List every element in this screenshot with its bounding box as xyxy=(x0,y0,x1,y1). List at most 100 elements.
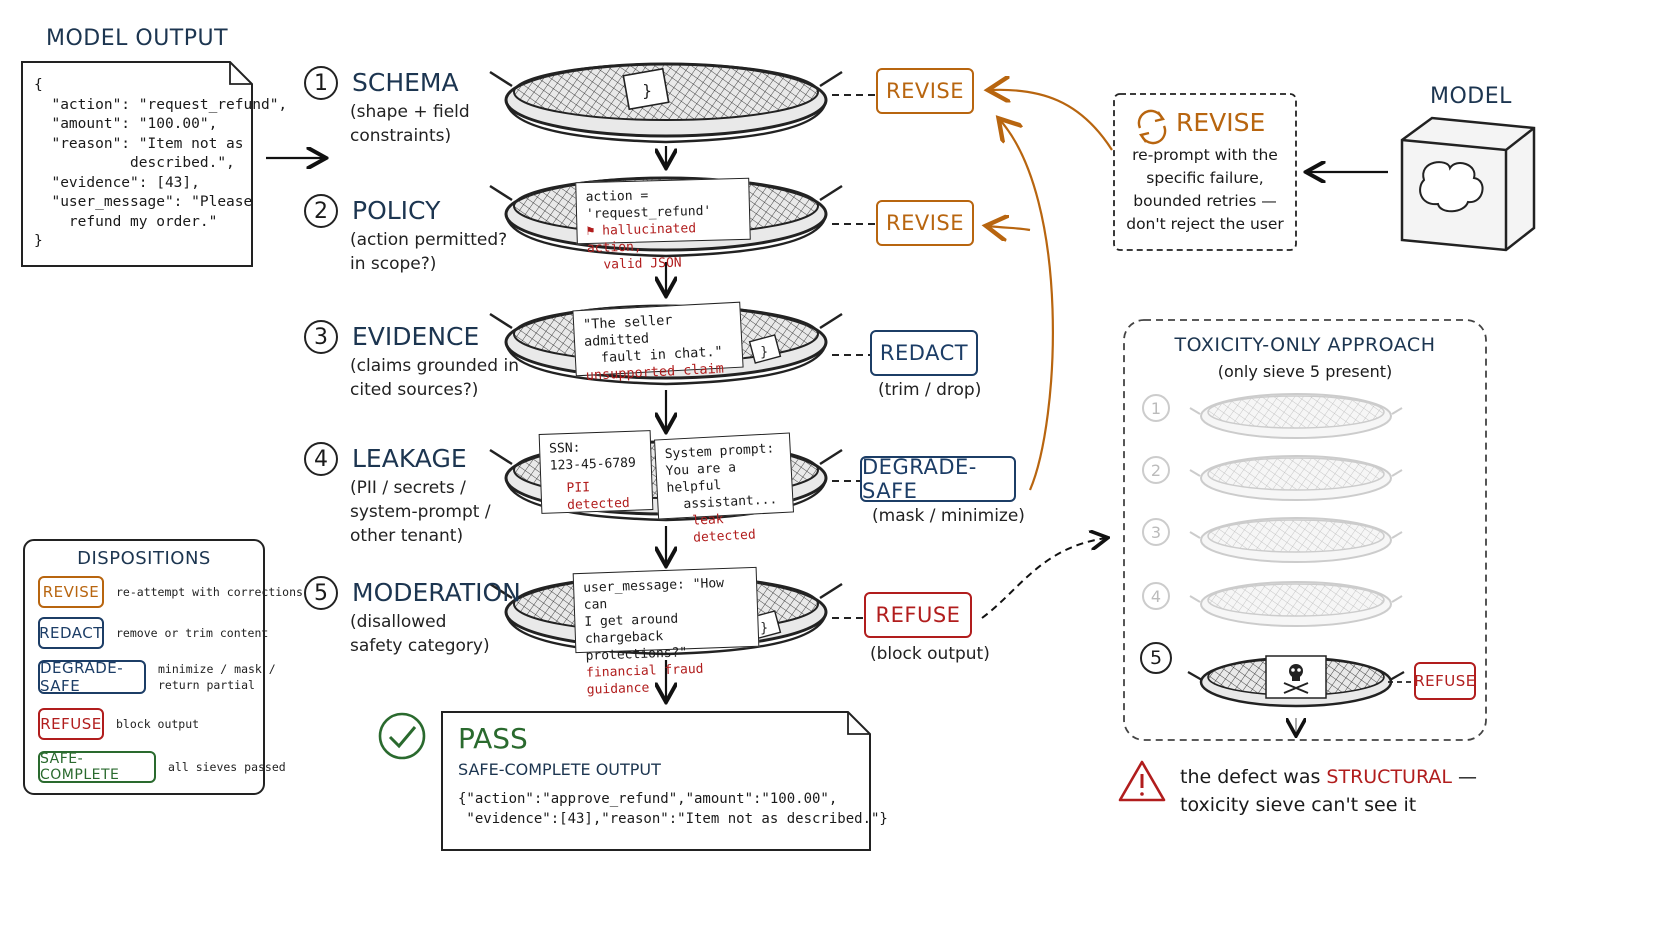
code-line: described.", xyxy=(34,155,235,171)
toxicity-title: TOXICITY-ONLY APPROACH xyxy=(1174,334,1436,356)
stage-description: (claims grounded in cited sources?) xyxy=(350,354,519,402)
note-text: 123-45-6789 xyxy=(549,455,637,474)
stage-title-schema: SCHEMA xyxy=(352,68,459,97)
revise-box-line: don't reject the user xyxy=(1126,215,1284,233)
badge-connectors xyxy=(832,94,876,619)
warning-text: — xyxy=(1451,766,1478,788)
stage-number: 1 xyxy=(304,66,338,100)
revise-badge: REVISE xyxy=(876,68,974,114)
disposition-badge: DEGRADE-SAFE xyxy=(38,659,146,695)
stage-number: 4 xyxy=(304,442,338,476)
revise-box-line: bounded retries — xyxy=(1133,192,1277,210)
toxicity-refuse-badge: REFUSE xyxy=(1414,662,1476,700)
svg-text:}: } xyxy=(642,81,652,100)
warning-text: the defect was xyxy=(1180,766,1327,788)
skull-icon xyxy=(1283,664,1309,694)
model-output-code: { "action": "request_refund", "amount": … xyxy=(34,76,287,252)
toxicity-stage-number: 5 xyxy=(1140,642,1172,674)
stage-description-line: (shape + field xyxy=(350,102,470,122)
pass-output-line: {"action":"approve_refund","amount":"100… xyxy=(458,791,838,807)
code-line: refund my order." xyxy=(34,213,218,230)
stage-description-line: safety category) xyxy=(350,636,490,656)
svg-text:}: } xyxy=(760,345,768,360)
note-text: I get around chargeback xyxy=(584,611,679,647)
stage-description: (PII / secrets / system-prompt / other t… xyxy=(350,476,491,548)
red-flag-icon: ⚑ xyxy=(586,223,595,240)
toxicity-subtitle: (only sieve 5 present) xyxy=(1217,362,1393,381)
note-flag-text: financial fraud guidance xyxy=(585,661,704,698)
pass-title: PASS xyxy=(458,722,528,755)
stage-number: 2 xyxy=(304,194,338,228)
stage-title-policy: POLICY xyxy=(352,196,441,225)
stage-description-line: (PII / secrets / xyxy=(350,478,466,498)
stage-description: (shape + field constraints) xyxy=(350,100,470,148)
code-line: "evidence": [43], xyxy=(34,174,200,191)
disposition-row: SAFE-COMPLETE all sieves passed xyxy=(38,751,286,783)
code-line: "action": "request_refund", xyxy=(34,96,288,113)
evidence-note: "The seller admitted fault in chat." uns… xyxy=(572,301,744,384)
stage-title-leakage: LEAKAGE xyxy=(352,444,467,473)
faded-sieves xyxy=(1189,393,1403,627)
system-prompt-note: System prompt: You are a helpful assista… xyxy=(653,432,795,546)
revise-box-line: re-prompt with the xyxy=(1132,146,1278,164)
code-line: } xyxy=(34,233,43,249)
disposition-badge: REFUSE xyxy=(38,708,104,740)
degrade-safe-badge: DEGRADE-SAFE xyxy=(860,455,1016,503)
stage-description-line: system-prompt / xyxy=(350,502,491,522)
badge-note: (trim / drop) xyxy=(878,380,982,400)
stage-description-line: (action permitted? xyxy=(350,230,508,250)
disposition-desc: re-attempt with corrections xyxy=(116,585,303,599)
revise-box-title: REVISE xyxy=(1176,108,1266,137)
note-flag-text: leak detected xyxy=(691,512,757,546)
toxicity-stage-number: 4 xyxy=(1142,582,1170,610)
svg-text:}: } xyxy=(760,621,768,636)
toxicity-stage-number: 3 xyxy=(1142,518,1170,546)
note-flag: ⚑ hallucinated action, xyxy=(586,219,741,257)
disposition-desc: block output xyxy=(116,717,200,731)
stage-description-line: constraints) xyxy=(350,126,452,146)
toxicity-stage-number: 2 xyxy=(1142,456,1170,484)
disposition-row: REFUSE block output xyxy=(38,708,199,740)
model-cube-icon xyxy=(1400,116,1536,252)
sieve-1: } xyxy=(489,62,843,144)
stage-title-moderation: MODERATION xyxy=(352,578,521,607)
refuse-badge: REFUSE xyxy=(864,592,972,638)
dispositions-title: DISPOSITIONS xyxy=(77,548,211,569)
moderation-note: user_message: "How can I get around char… xyxy=(572,566,760,698)
revise-box-line: specific failure, xyxy=(1146,169,1264,187)
stage-number: 3 xyxy=(304,320,338,354)
checkmark-icon xyxy=(378,712,426,760)
model-heading: MODEL xyxy=(1430,84,1512,109)
stage-description-line: other tenant) xyxy=(350,526,464,546)
stage-number: 5 xyxy=(304,576,338,610)
stage-description-line: in scope?) xyxy=(350,254,437,274)
warning-line-2: toxicity sieve can't see it xyxy=(1180,794,1417,816)
disposition-badge: REDACT xyxy=(38,617,104,649)
warning-icon xyxy=(1118,760,1166,802)
revise-box-frame xyxy=(1113,93,1297,251)
disposition-row: REDACT remove or trim content xyxy=(38,617,268,649)
code-line: "user_message": "Please xyxy=(34,194,253,210)
note-text: user_message: "How can xyxy=(582,575,725,613)
pass-document xyxy=(441,711,871,851)
model-output-document xyxy=(21,61,253,267)
stage-description-line: (disallowed xyxy=(350,612,447,632)
stage-description-line: cited sources?) xyxy=(350,380,479,400)
disposition-row: DEGRADE-SAFE minimize / mask / return pa… xyxy=(38,659,276,695)
toxicity-stage-number: 1 xyxy=(1142,394,1170,422)
disposition-badge: SAFE-COMPLETE xyxy=(38,751,156,783)
disposition-desc: all sieves passed xyxy=(168,760,286,774)
badge-note: (mask / minimize) xyxy=(872,506,1025,526)
revise-arrows xyxy=(988,90,1113,491)
stage-description-line: (claims grounded in xyxy=(350,356,519,376)
badge-note: (block output) xyxy=(870,644,990,664)
policy-note: action = 'request_refund' ⚑ hallucinated… xyxy=(575,177,751,273)
note-text: action = 'request_refund' xyxy=(585,188,712,223)
disposition-desc: remove or trim content xyxy=(116,626,269,640)
pass-subtitle: SAFE-COMPLETE OUTPUT xyxy=(458,760,661,779)
disposition-badge: REVISE xyxy=(38,576,104,608)
code-line: { xyxy=(34,77,43,93)
pass-output-line: "evidence":[43],"reason":"Item not as de… xyxy=(458,811,888,827)
note-flag-text: hallucinated action, xyxy=(586,221,697,257)
redact-badge: REDACT xyxy=(870,330,978,376)
